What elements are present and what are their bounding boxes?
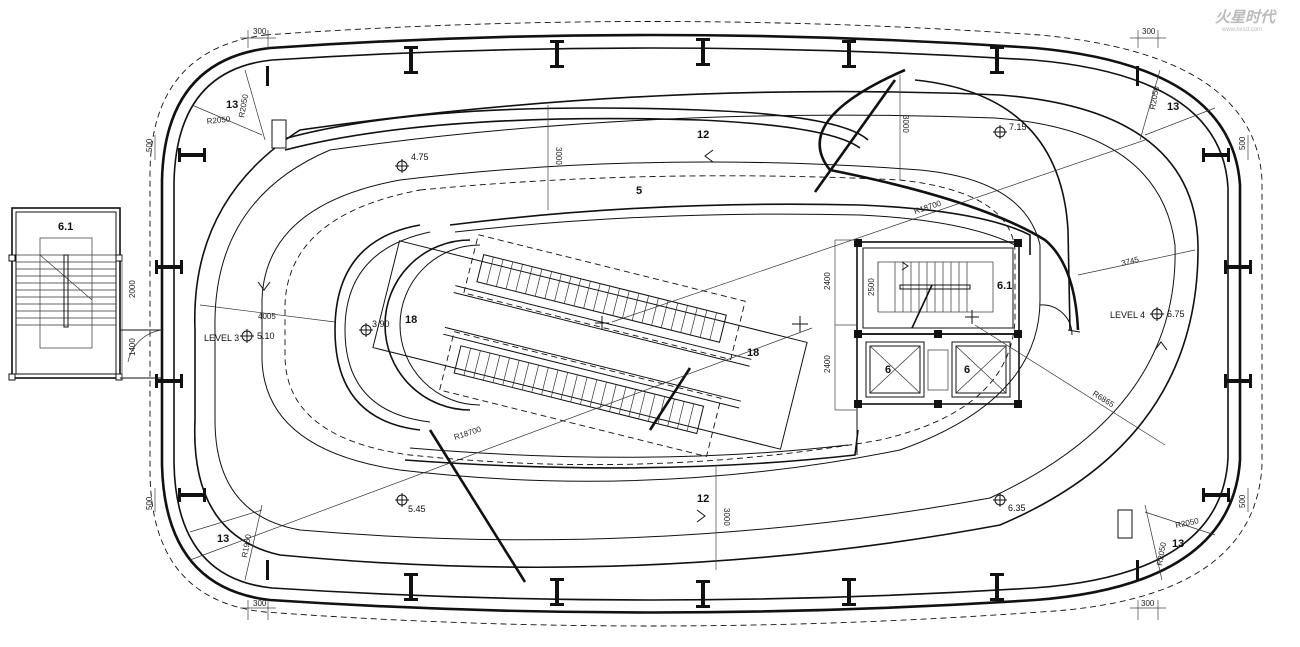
left-stair-block	[8, 207, 163, 381]
elevation-markers	[240, 125, 1164, 507]
level-3-label: LEVEL 3	[204, 333, 239, 343]
elevation-6-35: 6.35	[1008, 503, 1026, 513]
elevation-4-75: 4.75	[411, 152, 429, 162]
dimension-lines	[121, 30, 1249, 620]
elevation-3-90: 3.90	[372, 319, 390, 329]
escalator-semicircle	[384, 239, 471, 411]
radius-r2050-bottom-right-a: R2050	[1175, 516, 1200, 530]
dim-500-left-bottom: 500	[145, 496, 154, 510]
watermark-logo: 火星时代	[1215, 9, 1277, 26]
radius-r18700-lower: R18700	[453, 425, 483, 442]
dim-500-right-bottom: 500	[1238, 494, 1247, 508]
top-ramp-wall	[279, 107, 869, 141]
dim-1400: 1400	[128, 338, 137, 356]
room-label-13-bottom-left: 13	[217, 533, 229, 545]
level-3-value: 5.10	[257, 331, 275, 341]
room-label-12-bottom: 12	[697, 493, 709, 505]
elevation-5-45: 5.45	[408, 504, 426, 514]
room-label-6-left-lift: 6	[885, 364, 891, 376]
escalator-block	[372, 234, 808, 458]
watermark-url: www.hxsd.com	[1221, 27, 1262, 33]
level-4-label: LEVEL 4	[1110, 310, 1145, 320]
ramp-direction-arrows	[257, 149, 1168, 523]
room-label-6-1-left: 6.1	[58, 221, 73, 233]
dim-3000-top: 3000	[554, 147, 563, 165]
radius-r1950-bottom-left: R1950	[240, 533, 253, 558]
section-cut-mid	[648, 367, 692, 431]
dim-3000-right: 3000	[901, 115, 910, 133]
dim-4005: 4005	[258, 312, 276, 321]
elevation-7-15: 7.15	[1009, 122, 1027, 132]
ramp-inner-track	[261, 161, 1041, 482]
dim-3000-bottom: 3000	[722, 508, 731, 526]
section-cut-bottom	[428, 429, 527, 583]
room-label-13-bottom-right: 13	[1172, 538, 1184, 550]
dim-300-top-right: 300	[1142, 27, 1156, 36]
ramp-centre-line	[214, 114, 1176, 541]
outer-wall-inner	[173, 47, 1229, 601]
room-label-13-top-right: 13	[1167, 101, 1179, 113]
room-label-13-top-left: 13	[226, 99, 238, 111]
radius-r2050-bottom-right-b: R2050	[1155, 541, 1168, 566]
radius-r2050-top-right-a: R2050	[1148, 85, 1161, 110]
dim-2400-bottom: 2400	[823, 355, 832, 373]
dim-300-top-left: 300	[253, 27, 267, 36]
core-stair-elevator	[854, 239, 1022, 455]
dim-500-right-top: 500	[1238, 136, 1247, 150]
outer-wall-outer	[160, 33, 1242, 614]
roof-edge-dashed	[149, 21, 1263, 627]
dim-300-bottom-right: 300	[1141, 599, 1155, 608]
ramp-outer-edge	[193, 90, 1199, 569]
room-label-18-left: 18	[405, 314, 417, 326]
room-label-6-1-core: 6.1	[997, 280, 1012, 292]
room-label-12-top: 12	[697, 129, 709, 141]
dim-2400-top: 2400	[823, 272, 832, 290]
dim-2500: 2500	[867, 278, 876, 296]
radius-r2050-top-left-b: R2050	[237, 93, 250, 118]
dim-3745: 3745	[1120, 255, 1140, 268]
ramp-inner-dashed	[284, 175, 1016, 466]
dim-500-left-top: 500	[145, 138, 154, 152]
room-label-18-right: 18	[747, 347, 759, 359]
atrium-lower-wall	[404, 429, 859, 469]
level-4-value: 6.75	[1167, 309, 1185, 319]
section-cut-top	[813, 79, 897, 193]
corner-radius-lines	[189, 69, 1216, 581]
atrium-core-wall	[449, 203, 1031, 255]
room-label-6-right-lift: 6	[964, 364, 970, 376]
radius-r2050-top-left-a: R2050	[206, 115, 231, 126]
top-right-ramp-curve	[818, 68, 1080, 331]
room-label-5: 5	[636, 185, 642, 197]
dim-2000: 2000	[128, 280, 137, 298]
top-right-ramp-curve-inner	[914, 79, 1071, 331]
radius-r18700-upper: R18700	[913, 199, 943, 216]
dim-300-bottom-left: 300	[253, 599, 267, 608]
structural-columns	[155, 38, 1252, 608]
